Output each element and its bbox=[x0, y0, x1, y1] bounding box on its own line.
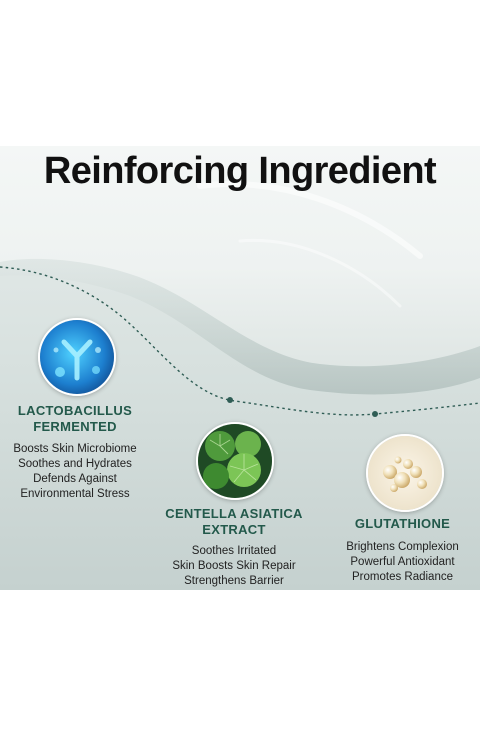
bacteria-icon bbox=[38, 318, 116, 396]
connector-dot bbox=[372, 411, 378, 417]
dotted-connector-line bbox=[0, 266, 480, 416]
ingredient-panel: Reinforcing Ingredient LACTOBACILLUS bbox=[0, 146, 480, 590]
pearl-icon bbox=[366, 434, 444, 512]
ingredient-benefits: Boosts Skin Microbiome Soothes and Hydra… bbox=[13, 443, 137, 500]
ingredient-name: LACTOBACILLUS FERMENTED bbox=[17, 403, 133, 434]
centella-leaf-icon bbox=[196, 422, 274, 500]
ingredient-benefits: Brightens Complexion Powerful Antioxidan… bbox=[346, 541, 459, 583]
ingredient-name: GLUTATHIONE bbox=[354, 516, 451, 531]
connector-dot bbox=[227, 397, 233, 403]
cream-texture-background bbox=[0, 146, 480, 417]
ingredient-name: CENTELLA ASIATICA EXTRACT bbox=[165, 506, 303, 537]
ingredient-benefits: Soothes Irritated Skin Boosts Skin Repai… bbox=[172, 545, 296, 587]
page-title: Reinforcing Ingredient bbox=[43, 150, 437, 192]
